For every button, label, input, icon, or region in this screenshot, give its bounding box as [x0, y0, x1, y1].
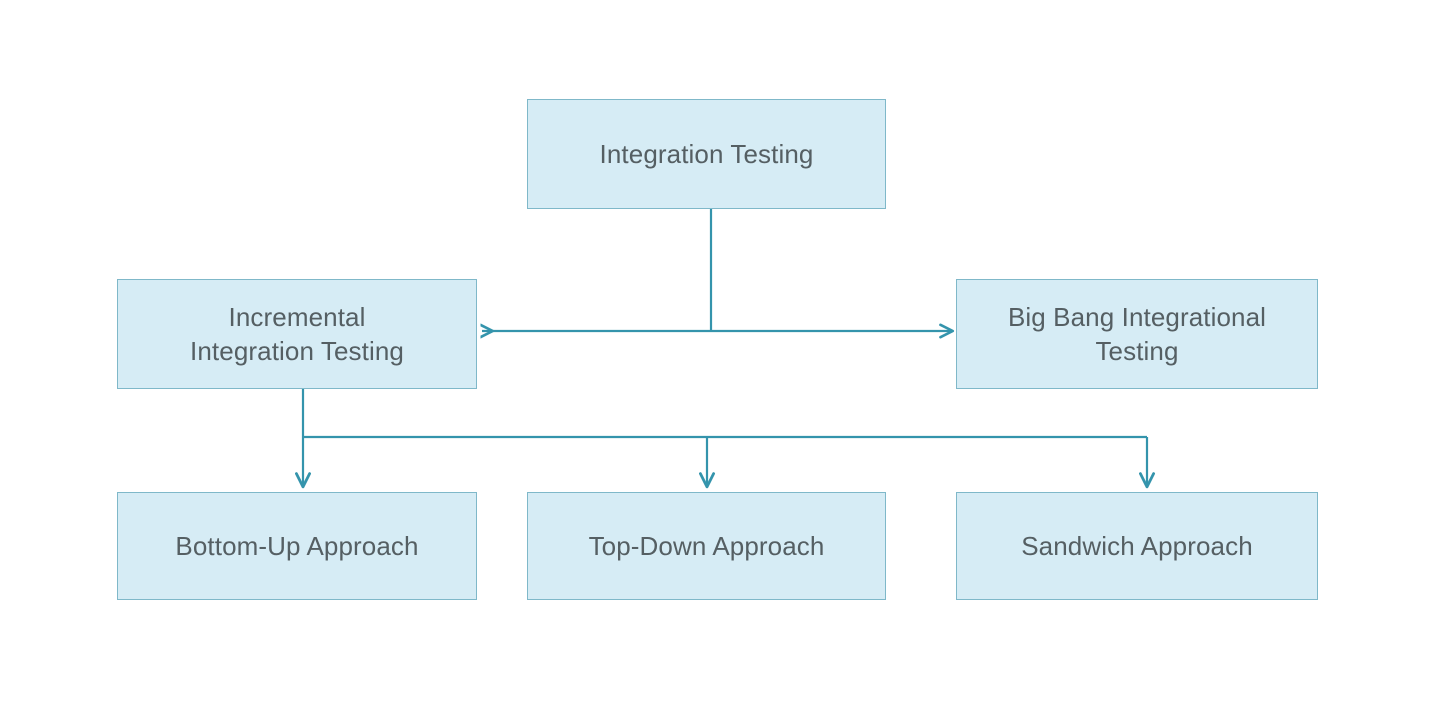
- node-label: Bottom-Up Approach: [175, 530, 419, 561]
- node-integration-testing[interactable]: Integration Testing: [527, 99, 886, 209]
- node-bottom-up-approach[interactable]: Bottom-Up Approach: [117, 492, 477, 600]
- node-sandwich-approach[interactable]: Sandwich Approach: [956, 492, 1318, 600]
- node-incremental-integration-testing[interactable]: Incremental Integration Testing: [117, 279, 477, 389]
- node-label: Top-Down Approach: [588, 530, 825, 561]
- node-top-down-approach[interactable]: Top-Down Approach: [527, 492, 886, 600]
- node-label: Integration Testing: [599, 138, 814, 169]
- node-label: Big Bang Integrational Testing: [1007, 301, 1267, 366]
- node-label: Sandwich Approach: [1021, 530, 1253, 561]
- node-label: Incremental Integration Testing: [190, 301, 404, 366]
- node-big-bang-integrational-testing[interactable]: Big Bang Integrational Testing: [956, 279, 1318, 389]
